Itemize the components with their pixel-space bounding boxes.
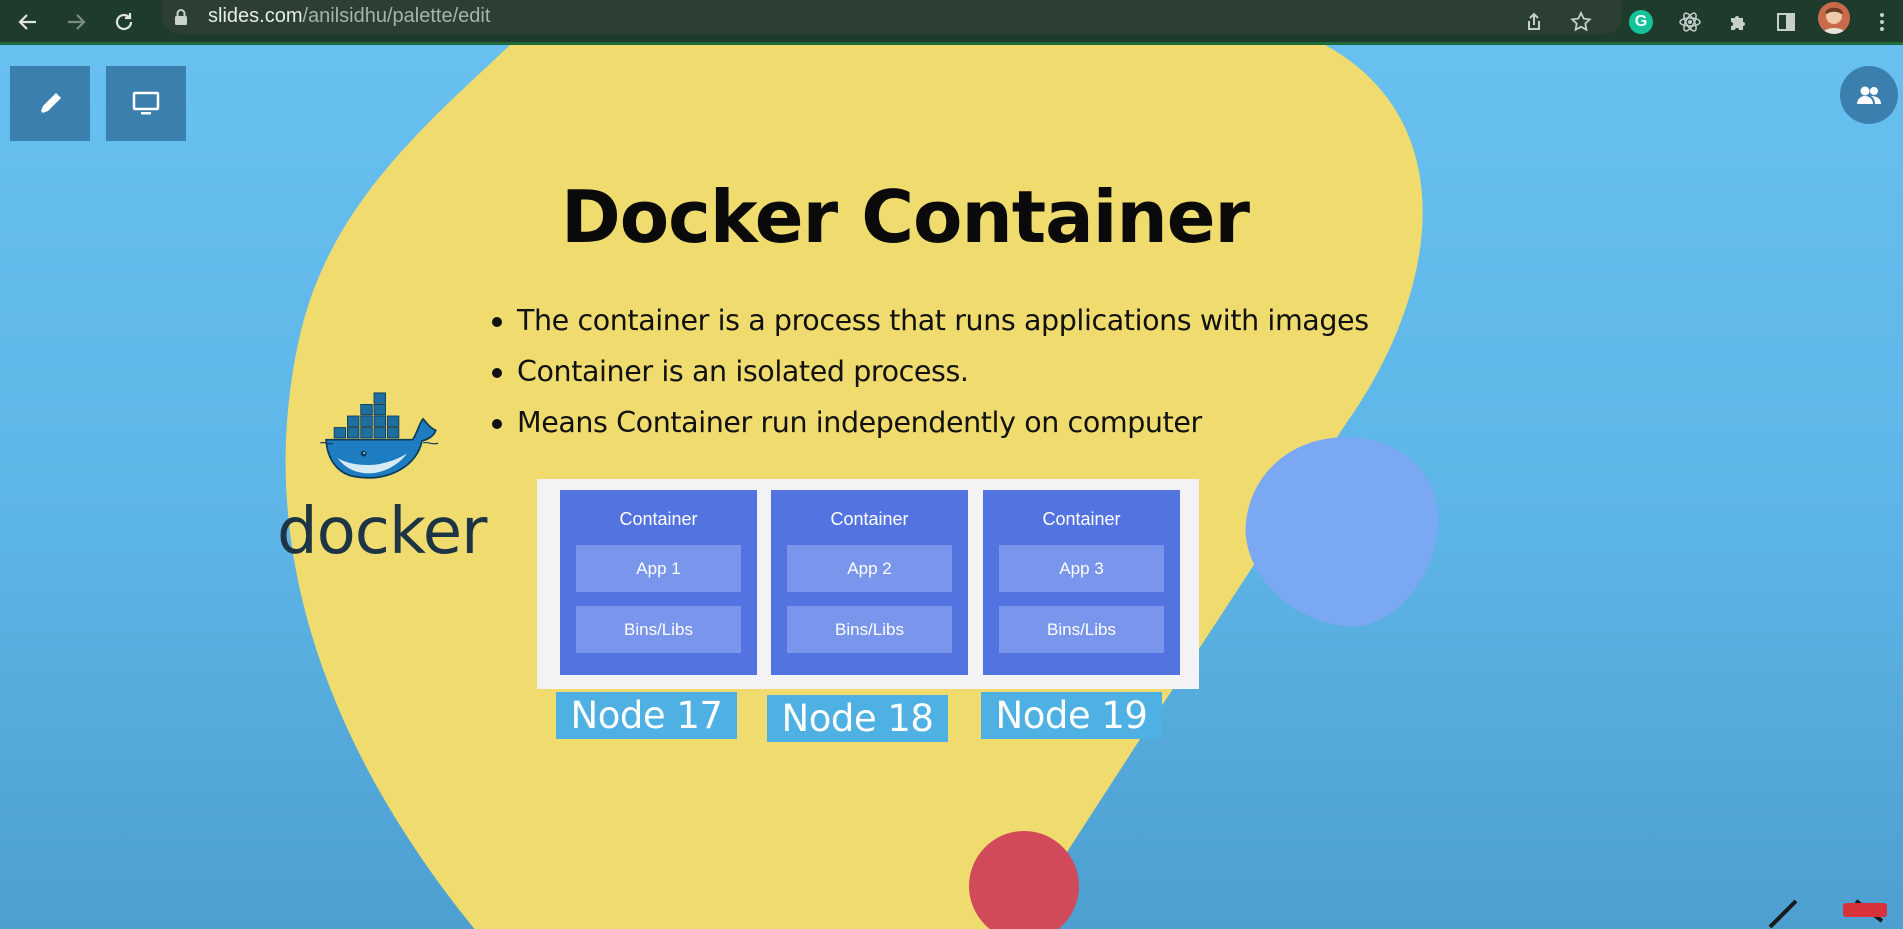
- slide-canvas: Docker Container The container is a proc…: [0, 45, 1903, 929]
- browser-menu-icon[interactable]: [1866, 6, 1898, 38]
- app-box: App 2: [787, 545, 952, 592]
- container-box: Container App 1 Bins/Libs: [560, 490, 757, 675]
- reload-icon[interactable]: [108, 6, 140, 38]
- bins-libs-box: Bins/Libs: [787, 606, 952, 653]
- address-bar[interactable]: [162, 0, 1622, 34]
- collaborators-button[interactable]: [1840, 66, 1898, 124]
- bullet-item: Container is an isolated process.: [490, 351, 1370, 402]
- browser-toolbar: slides.com/anilsidhu/palette/edit G: [0, 0, 1903, 45]
- profile-avatar[interactable]: [1818, 2, 1850, 34]
- node-label[interactable]: Node 19: [981, 692, 1162, 739]
- pencil-icon: [40, 92, 61, 114]
- container-label: Container: [830, 509, 909, 529]
- extensions-puzzle-icon[interactable]: [1722, 6, 1754, 38]
- side-panel-icon[interactable]: [1770, 6, 1802, 38]
- node-label[interactable]: Node 18: [767, 695, 948, 742]
- bullet-item: Means Container run independently on com…: [490, 402, 1370, 453]
- container-box: Container App 2 Bins/Libs: [771, 490, 968, 675]
- docker-whale-logo: [320, 392, 439, 479]
- docker-logo-text: docker: [277, 495, 487, 569]
- red-decorative-circle: [969, 831, 1079, 929]
- prev-slide-arrow-icon[interactable]: [1762, 895, 1802, 929]
- node-label[interactable]: Node 17: [556, 692, 737, 739]
- monitor-icon: [132, 91, 160, 114]
- share-icon[interactable]: [1518, 6, 1550, 38]
- url-text[interactable]: slides.com/anilsidhu/palette/edit: [208, 5, 490, 28]
- back-arrow-icon[interactable]: [12, 6, 44, 38]
- url-host: slides.com: [208, 5, 303, 27]
- present-button[interactable]: [106, 66, 186, 141]
- grammarly-letter: G: [1629, 10, 1653, 34]
- grammarly-icon[interactable]: G: [1625, 6, 1657, 38]
- container-box: Container App 3 Bins/Libs: [983, 490, 1180, 675]
- app-box: App 3: [999, 545, 1164, 592]
- bins-libs-box: Bins/Libs: [999, 606, 1164, 653]
- react-devtools-icon[interactable]: [1674, 6, 1706, 38]
- forward-arrow-icon[interactable]: [60, 6, 92, 38]
- container-diagram[interactable]: Container App 1 Bins/Libs Container App …: [537, 479, 1199, 689]
- url-path: /anilsidhu/palette/edit: [302, 5, 491, 27]
- bookmark-star-icon[interactable]: [1565, 6, 1597, 38]
- bins-libs-box: Bins/Libs: [576, 606, 741, 653]
- blue-decorative-blob: [1245, 437, 1439, 627]
- bullet-item: The container is a process that runs app…: [490, 300, 1370, 351]
- app-box: App 1: [576, 545, 741, 592]
- users-icon: [1857, 86, 1881, 104]
- bullet-list[interactable]: The container is a process that runs app…: [490, 300, 1370, 453]
- slide-title[interactable]: Docker Container: [560, 175, 1250, 259]
- container-label: Container: [1042, 509, 1121, 529]
- lock-icon: [172, 8, 190, 26]
- subscribe-badge[interactable]: [1843, 903, 1887, 917]
- edit-pencil-button[interactable]: [10, 66, 90, 141]
- container-label: Container: [619, 509, 698, 529]
